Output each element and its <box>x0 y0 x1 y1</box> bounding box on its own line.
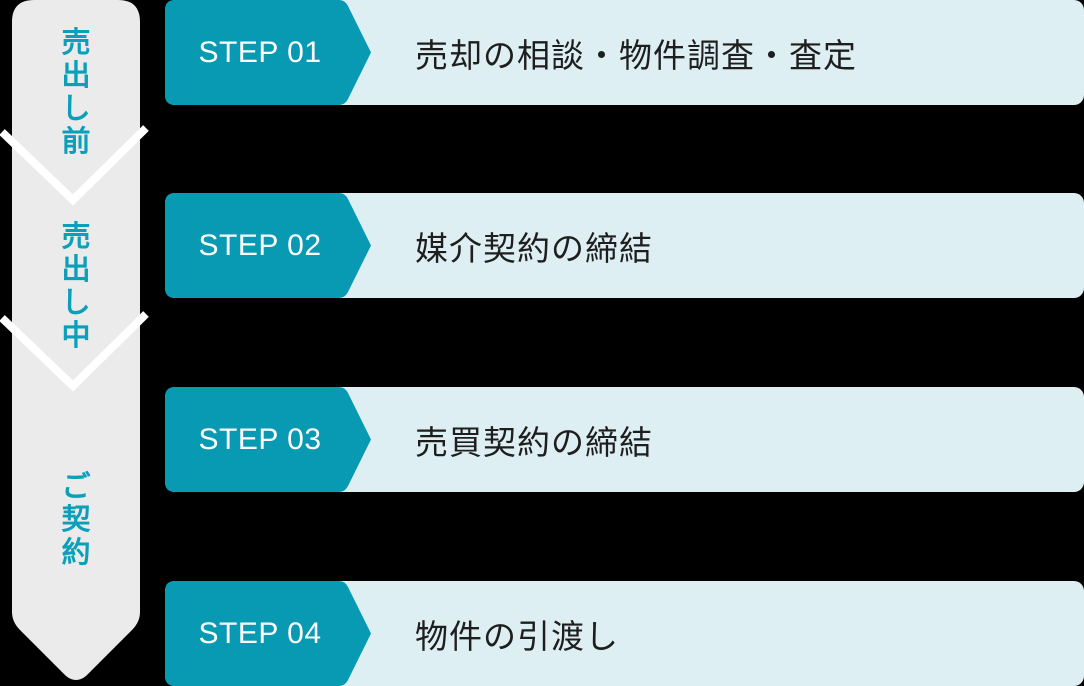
step-title: 物件の引渡し <box>415 616 619 656</box>
step-row-01: STEP 01 売却の相談・物件調査・査定 <box>165 0 1084 105</box>
step-tab-arrow-shape <box>165 193 371 298</box>
step-title: 売買契約の締結 <box>415 422 653 462</box>
phase-label-contract: ご 契 約 <box>12 470 140 569</box>
step-row-02: STEP 02 媒介契約の締結 <box>165 193 1084 298</box>
phase-char: 契 <box>61 502 91 536</box>
step-number: STEP 01 <box>198 35 322 69</box>
step-row-04: STEP 04 物件の引渡し <box>165 581 1084 686</box>
step-number: STEP 04 <box>198 616 322 650</box>
phase-label-listing: 売 出 し 中 <box>12 220 140 352</box>
phase-char: 出 <box>61 58 91 92</box>
step-title: 売却の相談・物件調査・査定 <box>415 35 857 75</box>
phase-char: し <box>61 285 91 319</box>
phase-label-before-listing: 売 出 し 前 <box>12 26 140 158</box>
phase-char: し <box>61 91 91 125</box>
chevron-down-icon <box>0 125 149 206</box>
step-tab-arrow-shape <box>165 581 371 686</box>
step-tab: STEP 04 <box>165 581 371 686</box>
phase-char: 約 <box>61 535 91 569</box>
step-number: STEP 03 <box>198 422 322 456</box>
phase-char: 売 <box>61 25 91 59</box>
step-number: STEP 02 <box>198 228 322 262</box>
step-title: 媒介契約の締結 <box>415 228 653 268</box>
step-row-03: STEP 03 売買契約の締結 <box>165 387 1084 492</box>
step-tab-arrow-shape <box>165 0 371 105</box>
step-tab: STEP 02 <box>165 193 371 298</box>
phase-char: 中 <box>61 318 91 352</box>
phase-char: 前 <box>61 124 91 158</box>
phase-char: ご <box>61 469 91 503</box>
step-tab: STEP 03 <box>165 387 371 492</box>
phase-char: 売 <box>61 219 91 253</box>
phase-char: 出 <box>61 252 91 286</box>
chevron-down-icon <box>0 311 149 392</box>
step-tab: STEP 01 <box>165 0 371 105</box>
step-tab-arrow-shape <box>165 387 371 492</box>
